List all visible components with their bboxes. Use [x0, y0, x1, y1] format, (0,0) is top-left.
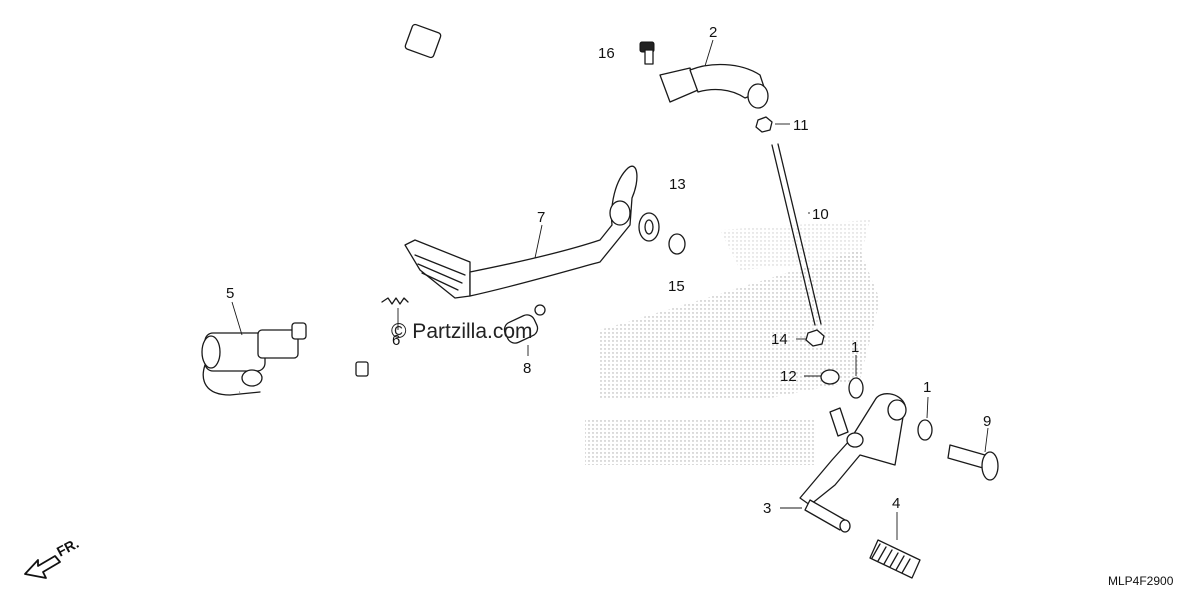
- callout-15: 15: [668, 278, 685, 295]
- part-2-shift-arm[interactable]: [659, 39, 769, 109]
- part-12-washer[interactable]: [804, 369, 840, 385]
- callout-1a: 1: [851, 339, 859, 356]
- callout-16: 16: [598, 45, 615, 62]
- callout-10: 10: [812, 206, 829, 223]
- callout-9: 9: [983, 413, 991, 430]
- diagram-code: MLP4F2900: [1108, 574, 1174, 588]
- part-14-nut[interactable]: [796, 329, 825, 347]
- front-direction-indicator: FR.: [24, 535, 81, 579]
- part-10-tie-rod[interactable]: [771, 143, 822, 326]
- part-9-pivot-bolt[interactable]: [947, 427, 999, 481]
- callout-14: 14: [771, 331, 788, 348]
- part-3-shift-pedal[interactable]: [780, 393, 907, 533]
- callout-5: 5: [226, 285, 234, 302]
- background-logo-watermark: [585, 220, 880, 465]
- front-label: FR.: [54, 535, 81, 560]
- part-7-brake-pedal[interactable]: [404, 165, 638, 299]
- part-15-clip[interactable]: [668, 233, 686, 255]
- part-1-o-ring-a[interactable]: [848, 355, 864, 399]
- part-8-stop-switch[interactable]: [502, 304, 546, 356]
- part-4-pedal-rubber[interactable]: [869, 512, 921, 579]
- part-13-washer[interactable]: [638, 212, 660, 242]
- part-1-o-ring-b[interactable]: [917, 396, 933, 441]
- callout-6: 6: [392, 332, 400, 349]
- callout-1b: 1: [923, 379, 931, 396]
- callout-13: 13: [669, 176, 686, 193]
- callout-2: 2: [709, 24, 717, 41]
- partzilla-watermark: © Partzilla.com: [391, 320, 533, 343]
- callout-8: 8: [523, 360, 531, 377]
- part-6-spring[interactable]: [381, 297, 409, 330]
- part-5-master-cylinder[interactable]: [201, 23, 442, 396]
- callout-12: 12: [780, 368, 797, 385]
- callout-3: 3: [763, 500, 771, 517]
- callout-4: 4: [892, 495, 900, 512]
- callout-11: 11: [793, 117, 809, 134]
- front-arrow-icon: [24, 555, 61, 579]
- part-11-nut[interactable]: [755, 116, 790, 133]
- part-16-bolt[interactable]: [639, 41, 655, 65]
- callout-7: 7: [537, 209, 545, 226]
